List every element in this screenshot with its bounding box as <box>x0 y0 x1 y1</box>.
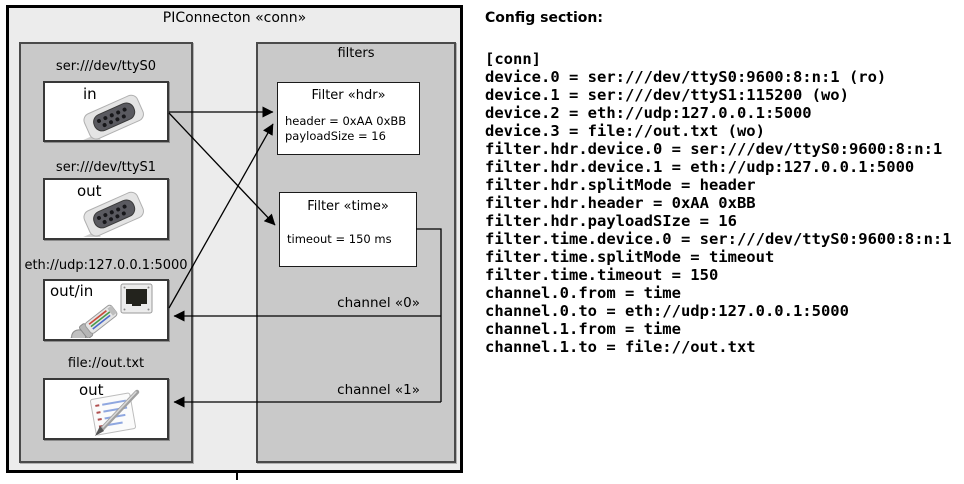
bottom-border-tick <box>236 471 238 480</box>
filter-time-box: Filter «time» timeout = 150 ms <box>279 192 417 267</box>
config-line: [conn] <box>485 50 541 68</box>
device-port-label: in <box>83 85 97 103</box>
device-box-ttys0: in <box>43 81 169 142</box>
config-line: filter.time.device.0 = ser:///dev/ttyS0:… <box>485 230 952 248</box>
rj45-ethernet-connector-icon <box>61 283 153 338</box>
filter-time-prop-timeout: timeout = 150 ms <box>287 232 392 246</box>
diagram-title: PIConnecton «conn» <box>162 10 307 26</box>
config-line: device.3 = file://out.txt (wo) <box>485 122 765 140</box>
config-line: device.0 = ser:///dev/ttyS0:9600:8:n:1 (… <box>485 68 887 86</box>
config-line: channel.1.to = file://out.txt <box>485 338 756 356</box>
config-line: channel.0.to = eth://udp:127.0.0.1:5000 <box>485 302 849 320</box>
config-line: filter.hdr.payloadSIze = 16 <box>485 212 737 230</box>
device-port-label: out <box>79 381 104 399</box>
config-line: channel.0.from = time <box>485 284 681 302</box>
config-line: filter.hdr.device.1 = eth://udp:127.0.0.… <box>485 158 915 176</box>
device-port-label: out <box>77 182 102 200</box>
device-label-ttys1: ser:///dev/ttyS1 <box>55 160 157 175</box>
device-box-ttys1: out <box>43 178 169 240</box>
filter-hdr-box: Filter «hdr» header = 0xAA 0xBB payloadS… <box>277 82 420 155</box>
device-box-eth: out/in <box>43 279 169 341</box>
device-label-ttys0: ser:///dev/ttyS0 <box>55 59 157 74</box>
device-label-eth: eth://udp:127.0.0.1:5000 <box>24 258 188 273</box>
filter-hdr-prop-header: header = 0xAA 0xBB <box>285 114 407 128</box>
config-line: filter.time.timeout = 150 <box>485 266 719 284</box>
device-port-label: out/in <box>50 282 94 300</box>
config-line: filter.hdr.device.0 = ser:///dev/ttyS0:9… <box>485 140 943 158</box>
filter-hdr-title: Filter «hdr» <box>311 88 386 103</box>
config-line: filter.hdr.header = 0xAA 0xBB <box>485 194 756 212</box>
notepad-pen-icon <box>89 389 140 436</box>
config-line: device.2 = eth://udp:127.0.0.1:5000 <box>485 104 812 122</box>
filters-panel-title: filters <box>337 46 375 61</box>
db9-serial-connector-icon <box>75 94 144 140</box>
channel-1-label: channel «1» <box>337 382 420 398</box>
device-box-file: out <box>43 378 169 440</box>
config-line: channel.1.from = time <box>485 320 681 338</box>
config-line: device.1 = ser:///dev/ttyS1:115200 (wo) <box>485 86 849 104</box>
device-label-file: file://out.txt <box>67 356 145 371</box>
config-line: filter.time.splitMode = timeout <box>485 248 775 266</box>
config-section-heading: Config section: <box>485 10 603 26</box>
filter-hdr-prop-payloadsize: payloadSize = 16 <box>285 129 386 143</box>
filter-time-title: Filter «time» <box>307 199 389 214</box>
db9-serial-connector-icon <box>75 191 144 237</box>
channel-0-label: channel «0» <box>337 295 420 311</box>
config-line: filter.hdr.splitMode = header <box>485 176 756 194</box>
